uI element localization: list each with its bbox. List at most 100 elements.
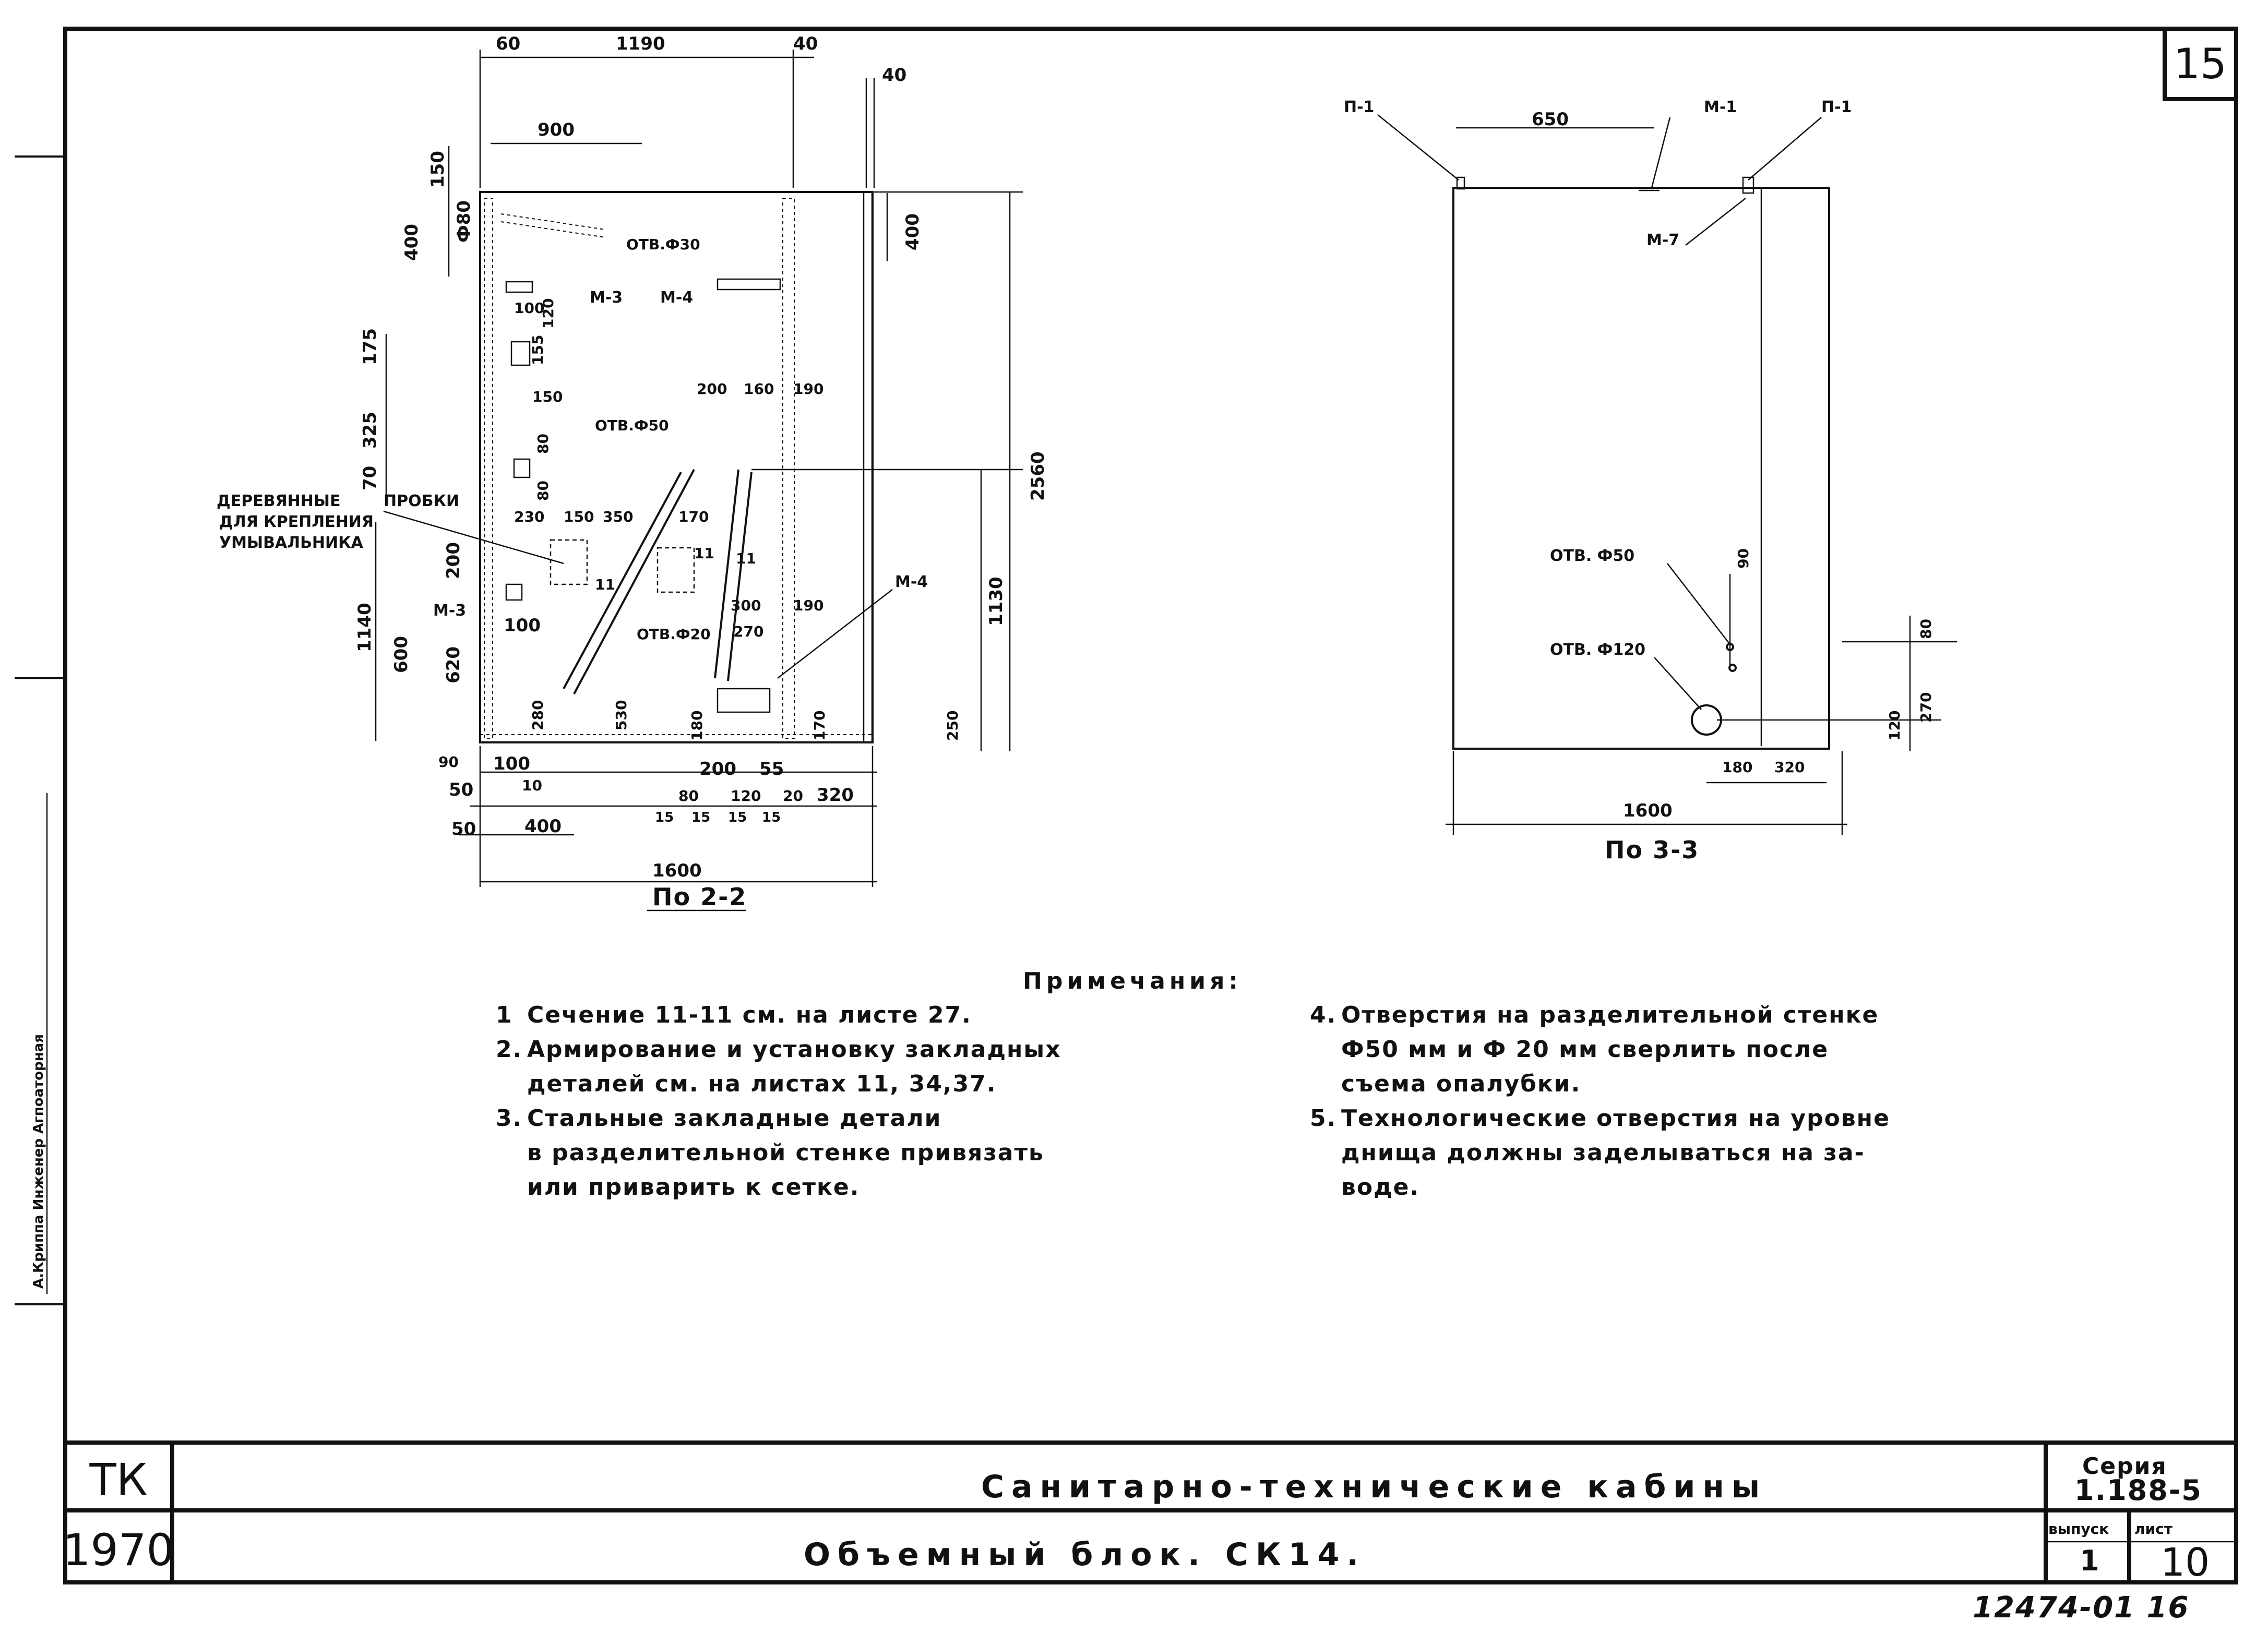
dim-bottom-15d: 15 xyxy=(762,810,781,825)
note-number: 2. xyxy=(496,1036,522,1063)
dim-bottom-50b: 50 xyxy=(451,819,476,839)
dim-left-620: 620 xyxy=(443,646,464,683)
dim-inner-280: 280 xyxy=(529,700,546,730)
dim-left-1140: 1140 xyxy=(354,603,375,652)
note-line: Технологические отверстия на уровне xyxy=(1341,1105,1890,1132)
label-wood-3: ДЛЯ КРЕПЛЕНИЯ xyxy=(219,513,374,531)
dim-1130: 1130 xyxy=(986,577,1007,626)
dim-33-180: 180 xyxy=(1722,759,1752,776)
dim-33-1600: 1600 xyxy=(1623,800,1673,821)
dim-33-90: 90 xyxy=(1735,548,1752,569)
notes-right: 4.Отверстия на разделительной стенкеФ50 … xyxy=(1310,1002,1890,1200)
label-section-11b: 11 xyxy=(694,545,714,562)
caption-section-33: По 3-3 xyxy=(1605,836,1699,864)
brace-right xyxy=(714,469,739,679)
dim-inner-230: 230 xyxy=(514,508,544,525)
label-otv-phi120: ОТВ. Ф120 xyxy=(1550,641,1645,659)
section-22-outline xyxy=(479,191,874,743)
dim-top-right-40: 40 xyxy=(882,65,906,86)
year-label: 1970 xyxy=(63,1524,174,1576)
label-m1: М-1 xyxy=(1704,98,1737,116)
dim-bottom-200: 200 xyxy=(699,759,736,779)
dim-400-right: 400 xyxy=(902,213,923,250)
dim-left-325: 325 xyxy=(360,412,380,449)
label-otv-phi50: ОТВ. Ф50 xyxy=(1550,547,1634,565)
label-p1-left: П-1 xyxy=(1344,98,1374,116)
dim-33-320: 320 xyxy=(1774,759,1805,776)
dim-bottom-120: 120 xyxy=(731,787,761,805)
label-section-11a: 11 xyxy=(595,576,615,593)
dim-inner-80b: 80 xyxy=(534,481,552,501)
dim-bottom-15b: 15 xyxy=(691,810,710,825)
dim-inner-150: 150 xyxy=(532,388,563,405)
dim-inner-120: 120 xyxy=(540,298,557,329)
sheet-frame xyxy=(63,27,2238,1584)
side-stamp-text: А.Криппа Инженер Агпоаторная xyxy=(31,1034,46,1289)
dim-inner-350: 350 xyxy=(603,508,633,525)
dim-left-150: 150 xyxy=(427,151,448,188)
dim-top-60: 60 xyxy=(496,33,520,54)
note-line: Армирование и установку закладных xyxy=(527,1036,1061,1063)
series-value: 1.188-5 xyxy=(2074,1474,2202,1507)
dim-left-phi80: Ф80 xyxy=(453,200,474,243)
label-m3-left: М-3 xyxy=(433,602,466,620)
dim-left-175: 175 xyxy=(360,328,380,365)
label-otv-50: ОТВ.Ф50 xyxy=(595,417,669,434)
dim-bottom-100: 100 xyxy=(493,753,530,774)
notes-heading: Примечания: xyxy=(1023,968,1242,994)
label-wood-1: ДЕРЕВЯННЫЕ xyxy=(217,492,340,510)
dim-bottom-50: 50 xyxy=(449,779,473,800)
dim-left-200: 200 xyxy=(443,542,464,579)
dim-inner-200: 200 xyxy=(697,380,727,398)
label-m4-right: М-4 xyxy=(895,573,928,591)
dim-bottom-15a: 15 xyxy=(655,810,674,825)
title-main: Санитарно-технические кабины xyxy=(981,1469,1767,1505)
dim-left-600: 600 xyxy=(391,636,412,673)
dim-900: 900 xyxy=(538,119,575,140)
note-line: воде. xyxy=(1341,1174,1419,1200)
dim-top-40: 40 xyxy=(793,33,818,54)
section-33-outline xyxy=(1452,187,1830,750)
dim-left-100: 100 xyxy=(504,615,541,636)
note-line: днища должны заделываться на за- xyxy=(1341,1139,1865,1166)
tk-label: ТК xyxy=(89,1454,148,1505)
issue-label: выпуск xyxy=(2048,1520,2109,1538)
dim-bottom-15c: 15 xyxy=(728,810,747,825)
dim-bottom-90: 90 xyxy=(438,753,459,771)
label-m3-top: М-3 xyxy=(590,289,623,307)
label-m4-top: М-4 xyxy=(660,289,693,307)
note-line: Ф50 мм и Ф 20 мм сверлить после xyxy=(1341,1036,1829,1063)
dim-inner-270: 270 xyxy=(733,623,763,640)
label-wood-4: УМЫВАЛЬНИКА xyxy=(219,534,364,552)
section-3-3: П-1 М-1 П-1 М-7 650 ОТВ. Ф50 ОТВ. Ф120 9… xyxy=(1344,98,1957,864)
dim-33-120: 120 xyxy=(1886,711,1903,741)
dim-inner-190: 190 xyxy=(793,380,823,398)
sheet-value: 10 xyxy=(2160,1540,2210,1585)
dim-33-80: 80 xyxy=(1917,619,1935,639)
dim-2560: 2560 xyxy=(1028,451,1048,501)
dim-top-1190: 1190 xyxy=(616,33,665,54)
dim-inner-150b: 150 xyxy=(564,508,594,525)
note-number: 1 xyxy=(496,1002,513,1028)
dim-bottom-400: 400 xyxy=(524,816,562,837)
dim-bottom-80: 80 xyxy=(678,787,699,805)
dim-left-70: 70 xyxy=(360,466,380,490)
archive-number: 12474-01 16 xyxy=(1973,1591,2189,1625)
dim-bottom-320: 320 xyxy=(817,785,854,806)
page-number-box xyxy=(2163,27,2238,101)
note-line: Стальные закладные детали xyxy=(527,1105,941,1132)
note-number: 3. xyxy=(496,1105,522,1132)
note-number: 4. xyxy=(1310,1002,1336,1028)
dim-33-270: 270 xyxy=(1917,692,1935,723)
note-line: съема опалубки. xyxy=(1341,1071,1581,1097)
issue-value: 1 xyxy=(2080,1544,2100,1577)
note-line: или приварить к сетке. xyxy=(527,1174,860,1200)
label-section-11c: 11 xyxy=(736,550,756,567)
dim-bottom-20: 20 xyxy=(783,787,803,805)
caption-section-22: По 2-2 xyxy=(652,883,747,911)
dim-inner-530: 530 xyxy=(613,700,630,730)
dim-inner-100: 100 xyxy=(514,299,544,317)
note-number: 5. xyxy=(1310,1105,1336,1132)
